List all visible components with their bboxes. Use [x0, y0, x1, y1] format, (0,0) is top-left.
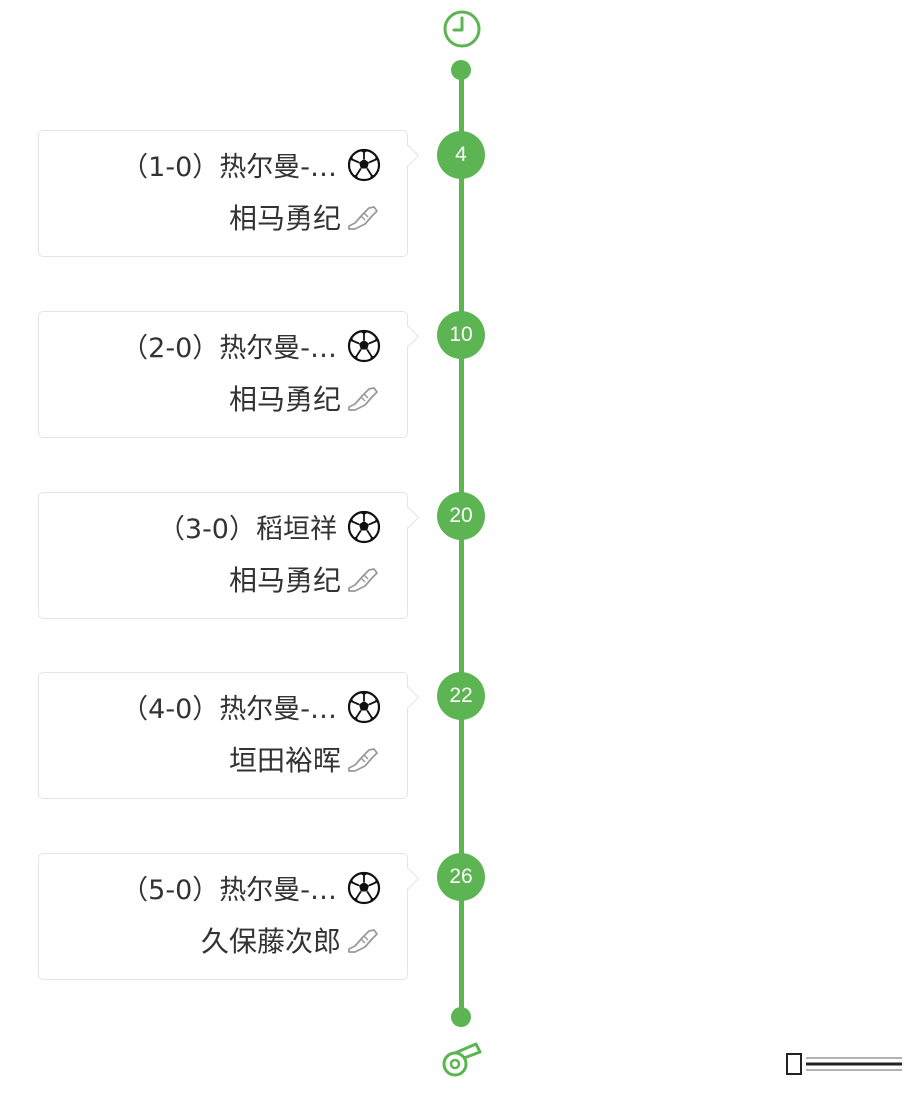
- event-card[interactable]: （5-0）热尔曼-… 久保藤次郎: [38, 853, 408, 980]
- soccer-ball-icon: [347, 510, 381, 543]
- goal-event: （3-0）稻垣祥 相马勇纪 20: [0, 492, 922, 622]
- assist-player-text: 相马勇纪: [228, 564, 341, 597]
- minute-marker: 26: [437, 853, 485, 901]
- event-card[interactable]: （1-0）热尔曼-… 相马勇纪: [38, 130, 408, 257]
- soccer-ball-icon: [347, 690, 381, 723]
- minute-marker: 10: [437, 311, 485, 359]
- goal-scorer-text: （2-0）热尔曼-…: [121, 333, 337, 364]
- goal-scorer-text: （1-0）热尔曼-…: [121, 152, 337, 183]
- boot-icon: [348, 568, 378, 592]
- whistle-icon: [442, 1042, 482, 1077]
- minute-marker: 22: [437, 672, 485, 720]
- boot-icon: [348, 387, 378, 411]
- timeline-end-dot: [451, 1007, 471, 1027]
- minute-marker: 4: [437, 131, 485, 179]
- soccer-ball-icon: [347, 871, 381, 904]
- clock-icon: [443, 10, 481, 48]
- assist-player-text: 垣田裕晖: [228, 744, 341, 777]
- assist-player-text: 相马勇纪: [228, 202, 341, 235]
- timeline-line: [459, 68, 464, 1018]
- assist-player-text: 相马勇纪: [228, 383, 341, 416]
- assist-player-text: 久保藤次郎: [200, 925, 341, 958]
- watermark-icon: [786, 1053, 902, 1075]
- goal-scorer-text: （4-0）热尔曼-…: [121, 694, 337, 725]
- boot-icon: [348, 929, 378, 953]
- event-card[interactable]: （3-0）稻垣祥 相马勇纪: [38, 492, 408, 619]
- timeline-start-dot: [451, 60, 471, 80]
- goal-scorer-text: （5-0）热尔曼-…: [121, 875, 337, 906]
- goal-event: （5-0）热尔曼-… 久保藤次郎 26: [0, 853, 922, 983]
- soccer-ball-icon: [347, 329, 381, 362]
- goal-event: （1-0）热尔曼-… 相马勇纪 4: [0, 130, 922, 261]
- goal-scorer-text: （3-0）稻垣祥: [157, 514, 337, 545]
- boot-icon: [348, 748, 378, 772]
- boot-icon: [348, 206, 378, 230]
- event-card[interactable]: （2-0）热尔曼-… 相马勇纪: [38, 311, 408, 438]
- soccer-ball-icon: [347, 148, 381, 181]
- minute-marker: 20: [437, 492, 485, 540]
- goal-event: （2-0）热尔曼-… 相马勇纪 10: [0, 311, 922, 441]
- goal-event: （4-0）热尔曼-… 垣田裕晖 22: [0, 672, 922, 802]
- event-card[interactable]: （4-0）热尔曼-… 垣田裕晖: [38, 672, 408, 799]
